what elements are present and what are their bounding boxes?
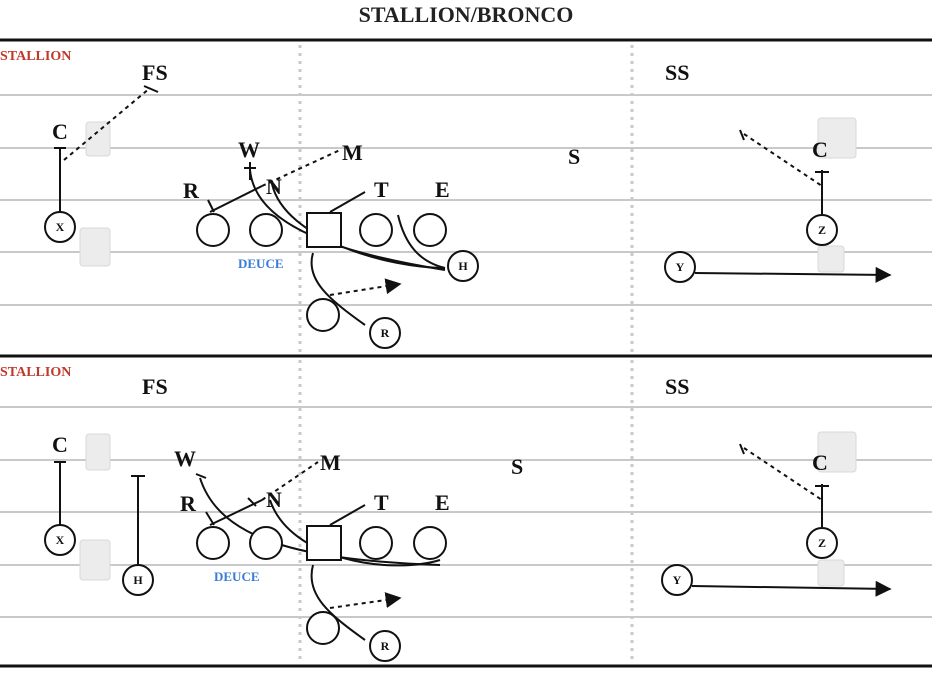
lineman-3 xyxy=(359,213,393,247)
route-lead xyxy=(329,592,402,609)
faded-figure xyxy=(79,227,111,267)
defender-n: N xyxy=(266,487,282,512)
qb xyxy=(306,298,340,332)
player-x xyxy=(44,211,76,243)
yard-lines xyxy=(0,45,932,355)
defender-c-right: C xyxy=(812,137,828,162)
call-tag: DEUCE xyxy=(238,256,284,271)
call-tag: DEUCE xyxy=(214,569,260,584)
defender-n: N xyxy=(266,174,282,199)
qb xyxy=(306,611,340,645)
player-y-label: Y xyxy=(673,573,682,587)
player-x xyxy=(44,524,76,556)
player-x-label: X xyxy=(56,533,65,547)
player-z-label: Z xyxy=(818,223,826,237)
defender-ss: SS xyxy=(665,60,689,85)
player-y xyxy=(664,251,696,283)
defender-s: S xyxy=(568,144,580,169)
diagram-1: STALLION DEUCE FS SS C C W M S R N T E xyxy=(0,38,932,355)
player-h xyxy=(447,250,479,282)
route-t xyxy=(397,214,446,269)
lineman-4 xyxy=(413,213,447,247)
defender-c-right: C xyxy=(812,450,828,475)
defender-s: S xyxy=(511,454,523,479)
route-y xyxy=(691,580,892,597)
defender-r: R xyxy=(183,178,200,203)
player-z xyxy=(806,527,838,559)
yard-lines xyxy=(0,360,932,662)
center xyxy=(306,212,342,248)
defender-fs: FS xyxy=(142,374,168,399)
lineman-4 xyxy=(413,526,447,560)
route-y xyxy=(694,266,892,283)
defender-e: E xyxy=(435,177,450,202)
defender-m: M xyxy=(342,140,363,165)
defender-t: T xyxy=(374,177,389,202)
defender-ss: SS xyxy=(665,374,689,399)
lineman-1 xyxy=(196,526,230,560)
route-rb xyxy=(310,564,366,641)
lineman-1 xyxy=(196,213,230,247)
faded-figure xyxy=(79,539,111,581)
player-x-label: X xyxy=(56,220,65,234)
faded-figure xyxy=(817,559,845,587)
defender-e: E xyxy=(435,490,450,515)
defender-lines xyxy=(54,443,829,565)
player-rb-label: R xyxy=(381,639,390,653)
route-w xyxy=(249,169,446,271)
defender-lines xyxy=(54,85,829,214)
route-rb xyxy=(310,252,366,326)
player-z-label: Z xyxy=(818,536,826,550)
route-n xyxy=(269,499,441,567)
defender-c-left: C xyxy=(52,119,68,144)
faded-figure xyxy=(817,117,857,159)
faded-figure xyxy=(85,121,111,157)
player-h xyxy=(122,564,154,596)
center xyxy=(306,525,342,561)
diagram-2: STALLION DEUCE FS SS C C W M S R N T E xyxy=(0,354,932,668)
route-n xyxy=(271,183,446,269)
defender-r: R xyxy=(180,491,197,516)
front-tag: STALLION xyxy=(0,365,71,380)
player-rb xyxy=(369,630,401,662)
player-z xyxy=(806,214,838,246)
route-lead xyxy=(329,278,402,296)
faded-figure xyxy=(85,433,111,471)
defender-w: W xyxy=(238,137,260,162)
player-h-label: H xyxy=(133,573,143,587)
defender-t: T xyxy=(374,490,389,515)
lineman-2 xyxy=(249,526,283,560)
player-y xyxy=(661,564,693,596)
player-h-label: H xyxy=(458,259,468,273)
defender-m: M xyxy=(320,450,341,475)
page-title: STALLION/BRONCO xyxy=(358,2,574,27)
faded-figure xyxy=(817,245,845,273)
defender-fs: FS xyxy=(142,60,168,85)
lineman-3 xyxy=(359,526,393,560)
player-y-label: Y xyxy=(676,260,685,274)
player-rb xyxy=(369,317,401,349)
lineman-2 xyxy=(249,213,283,247)
defender-c-left: C xyxy=(52,432,68,457)
defender-w: W xyxy=(174,446,196,471)
front-tag: STALLION xyxy=(0,49,71,64)
player-rb-label: R xyxy=(381,326,390,340)
faded-figure xyxy=(817,431,857,473)
